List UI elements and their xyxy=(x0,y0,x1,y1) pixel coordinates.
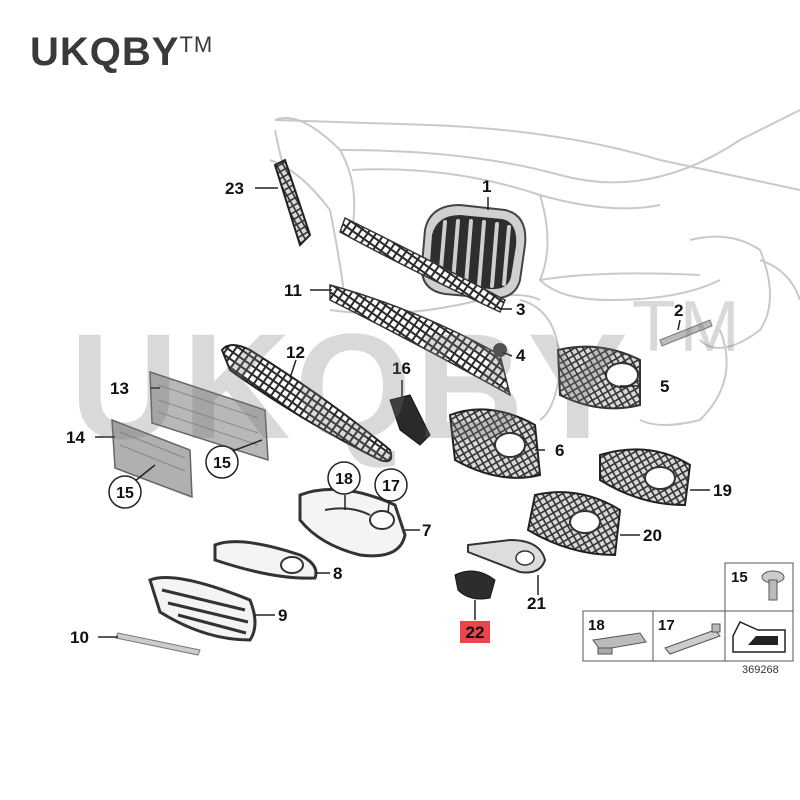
part-fog-grille-6 xyxy=(448,408,542,479)
callout-13: 13 xyxy=(110,379,129,398)
car-outline xyxy=(269,109,800,426)
part-slatted-grille-9 xyxy=(148,576,257,642)
callout-10: 10 xyxy=(70,628,89,647)
callout-19: 19 xyxy=(713,481,732,500)
brand-tm: TM xyxy=(179,32,214,57)
brand-logo: UKQBYTM xyxy=(30,30,213,75)
part-license-base xyxy=(111,418,193,499)
callout-15-left: 15 xyxy=(116,485,134,502)
callout-16: 16 xyxy=(392,359,411,378)
part-upper-mesh xyxy=(339,216,506,314)
legend-clip18-label: 18 xyxy=(588,617,605,634)
callouts: 1 2 3 4 5 6 7 8 9 10 11 12 13 14 16 19 2… xyxy=(66,177,732,647)
callout-11: 11 xyxy=(284,281,302,300)
catalog-number: 369268 xyxy=(742,664,779,676)
legend-screw-label: 15 xyxy=(731,569,748,586)
callout-23: 23 xyxy=(225,179,244,198)
part-bracket-21 xyxy=(467,538,547,574)
callout-22-highlight: 22 xyxy=(460,621,490,643)
callout-21: 21 xyxy=(527,594,546,613)
callout-17: 17 xyxy=(382,478,400,495)
callout-5: 5 xyxy=(660,377,669,396)
legend-box: 15 18 17 xyxy=(582,562,794,662)
brand-name: UKQBY xyxy=(30,30,180,74)
callout-12: 12 xyxy=(286,343,305,362)
part-fog-grille-20 xyxy=(526,491,622,557)
part-fog-grille-19 xyxy=(599,448,692,507)
direction-arrow-icon xyxy=(732,621,786,653)
callout-22: 22 xyxy=(466,623,485,642)
callout-8: 8 xyxy=(333,564,342,583)
part-license-bracket xyxy=(149,370,269,462)
part-cap-22 xyxy=(454,570,496,600)
screw-icon xyxy=(761,570,785,601)
callout-6: 6 xyxy=(555,441,564,460)
callout-1: 1 xyxy=(482,177,491,196)
part-lower-mesh xyxy=(220,344,393,463)
legend-clip17-label: 17 xyxy=(658,617,675,634)
part-fog-bezel-7 xyxy=(298,487,407,558)
part-right-fog-grille xyxy=(556,345,641,410)
part-fog-bezel-8 xyxy=(213,540,318,580)
callout-15-right: 15 xyxy=(213,455,231,472)
callout-18: 18 xyxy=(335,471,353,488)
part-small-bracket xyxy=(389,394,431,446)
callout-4: 4 xyxy=(516,346,526,365)
callout-9: 9 xyxy=(278,606,287,625)
callout-3: 3 xyxy=(516,300,525,319)
callout-20: 20 xyxy=(643,526,662,545)
clip-17-icon xyxy=(664,623,721,655)
part-trim-strip-2 xyxy=(659,319,713,347)
part-trim-strip-10 xyxy=(115,632,201,656)
part-center-mesh-bar xyxy=(329,284,512,397)
callout-7: 7 xyxy=(422,521,431,540)
part-clip-4 xyxy=(493,343,507,369)
clip-18-icon xyxy=(592,632,647,655)
callout-14: 14 xyxy=(66,428,85,447)
callout-2: 2 xyxy=(674,301,683,320)
circled-callouts: 15 15 18 17 xyxy=(108,445,408,509)
part-side-vent-23 xyxy=(273,158,312,247)
